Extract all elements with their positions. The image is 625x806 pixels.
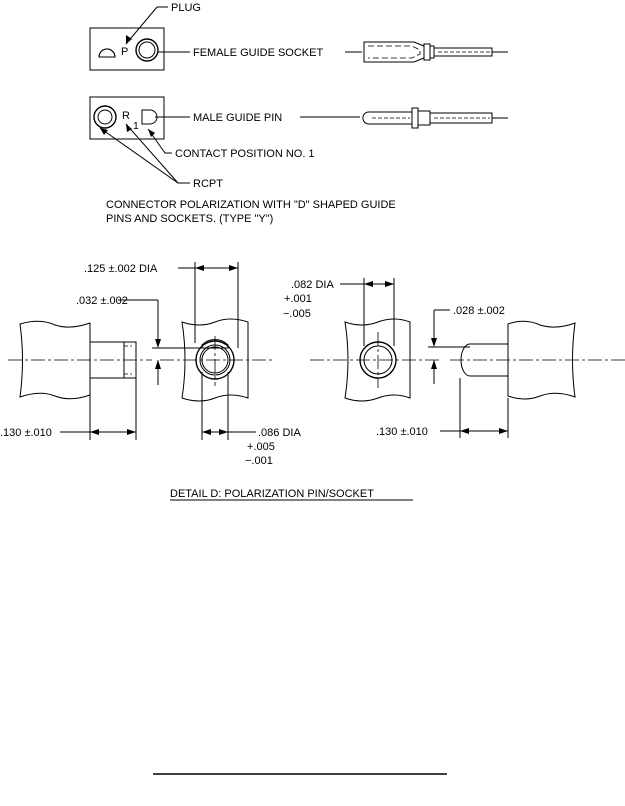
dim-086: .086 DIA	[258, 427, 301, 439]
plug-letter-p: P	[121, 46, 128, 58]
dim-082-minus: −.005	[283, 308, 311, 320]
male-pin-side-view	[362, 107, 508, 129]
detail-title: DETAIL D: POLARIZATION PIN/SOCKET	[170, 488, 374, 500]
rcpt-d-pin	[141, 109, 158, 125]
dim-082: .082 DIA	[291, 279, 334, 291]
dim-125: .125 ±.002 DIA	[84, 263, 158, 275]
detail-socket-side-view: .130 ±.010	[0, 320, 152, 440]
plug-socket-outer	[135, 38, 159, 62]
detail-pin-side-view: .028 ±.002 .130 ±.010	[376, 305, 625, 438]
female-socket-side-view	[363, 41, 508, 63]
dim-086-minus: −.001	[245, 455, 273, 467]
dim-028: .028 ±.002	[453, 305, 505, 317]
rcpt-letter-r: R	[122, 110, 130, 122]
dim-082-plus: +.001	[284, 293, 312, 305]
rcpt-label: RCPT	[193, 178, 223, 190]
male-guide-pin-label: MALE GUIDE PIN	[193, 112, 282, 124]
rcpt-pin-inner	[97, 109, 113, 125]
female-guide-socket-label: FEMALE GUIDE SOCKET	[193, 47, 323, 59]
plug-d-hole	[98, 48, 116, 58]
plug-body	[89, 27, 165, 71]
receptacle-view: R 1 MALE GUIDE PIN CONTACT POSITION NO. …	[89, 96, 508, 190]
dim-130-left: .130 ±.010	[0, 427, 52, 439]
detail-socket-end-view: .125 ±.002 DIA .032 ±.002 .086 DIA +.005…	[76, 262, 301, 467]
dim-086-plus: +.005	[247, 441, 275, 453]
plug-label: PLUG	[171, 2, 201, 14]
rcpt-digit-1: 1	[133, 120, 139, 132]
plug-view: P PLUG FEMALE GUIDE SOCKET	[89, 2, 508, 71]
caption-line-2: PINS AND SOCKETS. (TYPE "Y")	[106, 213, 273, 225]
rcpt-body	[89, 96, 165, 140]
caption-line-1: CONNECTOR POLARIZATION WITH "D" SHAPED G…	[106, 199, 396, 211]
dim-032: .032 ±.002	[76, 295, 128, 307]
plug-socket-inner	[138, 41, 156, 59]
rcpt-pin-outer	[93, 105, 117, 129]
detail-pin-end-view: .082 DIA +.001 −.005	[283, 278, 440, 402]
contact-position-label: CONTACT POSITION NO. 1	[175, 148, 315, 160]
dim-130-right: .130 ±.010	[376, 426, 428, 438]
